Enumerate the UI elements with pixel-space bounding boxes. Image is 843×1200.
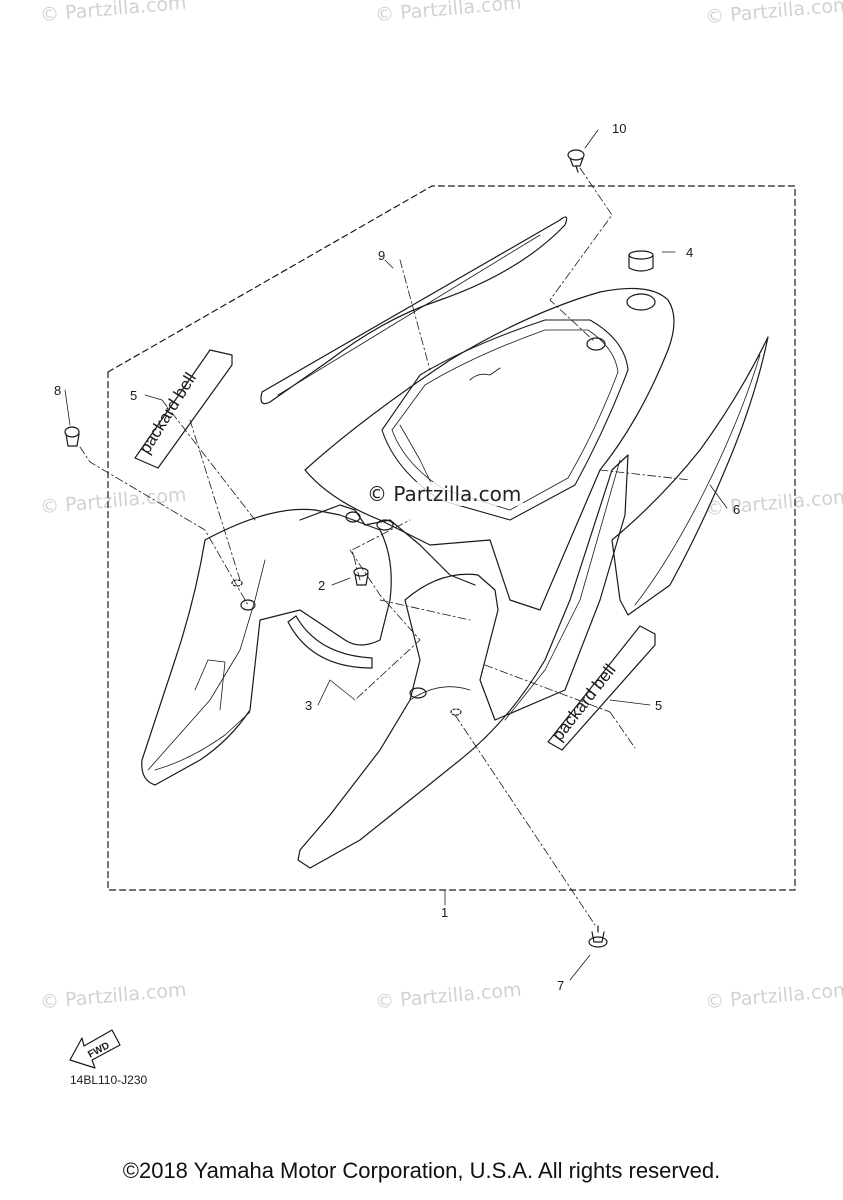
decal-text: packard bell	[135, 369, 200, 457]
part-5-decal-right: packard bell	[547, 625, 656, 751]
callout-6: 6	[733, 502, 740, 517]
decal-text: packard bell	[548, 661, 619, 745]
part-2-bolt	[353, 567, 369, 586]
center-watermark: © Partzilla.com	[365, 482, 524, 506]
callout-8: 8	[54, 383, 61, 398]
part-9-bolt	[588, 925, 608, 948]
fwd-arrow-icon: FWD	[69, 1029, 121, 1069]
callout-2: 2	[318, 578, 325, 593]
assembly-boundary	[107, 185, 796, 891]
part-5-decal-left: packard bell	[134, 349, 233, 469]
part-8-bolt	[64, 426, 80, 447]
part-6-stripe	[611, 336, 769, 616]
callout-9: 7	[557, 978, 564, 993]
copyright-notice: ©2018 Yamaha Motor Corporation, U.S.A. A…	[122, 1158, 721, 1183]
part-1-seat-cowl	[304, 287, 675, 611]
part-4-cap	[626, 250, 656, 311]
callout-7: 9	[378, 248, 385, 263]
callout-4: 4	[686, 245, 693, 260]
left-side-cover	[141, 508, 392, 786]
right-side-cover	[297, 454, 629, 869]
part-3-hose	[287, 615, 373, 669]
callout-5-right: 5	[655, 698, 662, 713]
part-10-bolt	[567, 149, 585, 173]
callout-10: 10	[612, 121, 626, 136]
callout-1: 1	[441, 905, 448, 920]
part-7-cover	[260, 216, 568, 405]
diagram-code: 14BL110-J230	[70, 1073, 148, 1087]
callout-5-left: 5	[130, 388, 137, 403]
callout-3: 3	[305, 698, 312, 713]
